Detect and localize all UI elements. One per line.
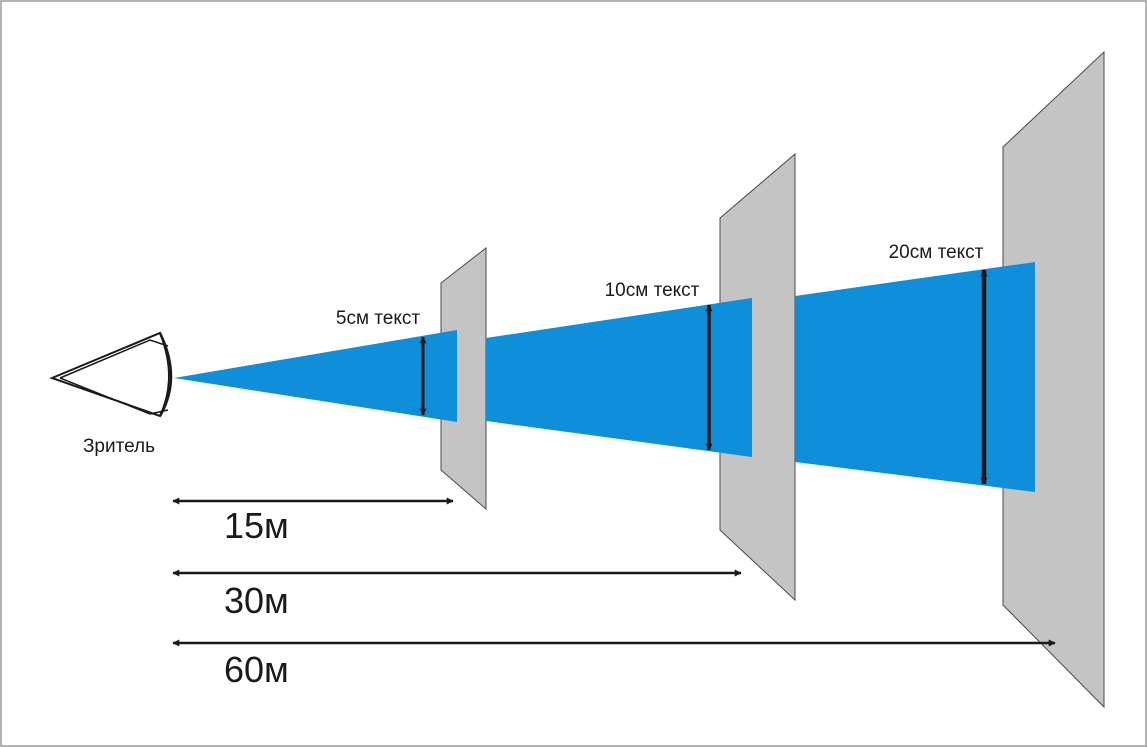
text-size-label-20cm: 20см текст — [889, 242, 984, 263]
text-size-label-10cm: 10см текст — [605, 280, 700, 301]
text-size-label-5cm: 5см текст — [336, 308, 420, 329]
eye-icon — [49, 331, 173, 418]
distance-label-15m: 15м — [224, 505, 289, 546]
viewer-label: Зритель — [83, 436, 155, 457]
sight-cone-3 — [795, 262, 1035, 492]
distance-label-60m: 60м — [224, 649, 289, 690]
sight-cone-2 — [486, 298, 752, 457]
sight-cone-1 — [174, 330, 457, 422]
distance-label-30m: 30м — [224, 580, 289, 621]
